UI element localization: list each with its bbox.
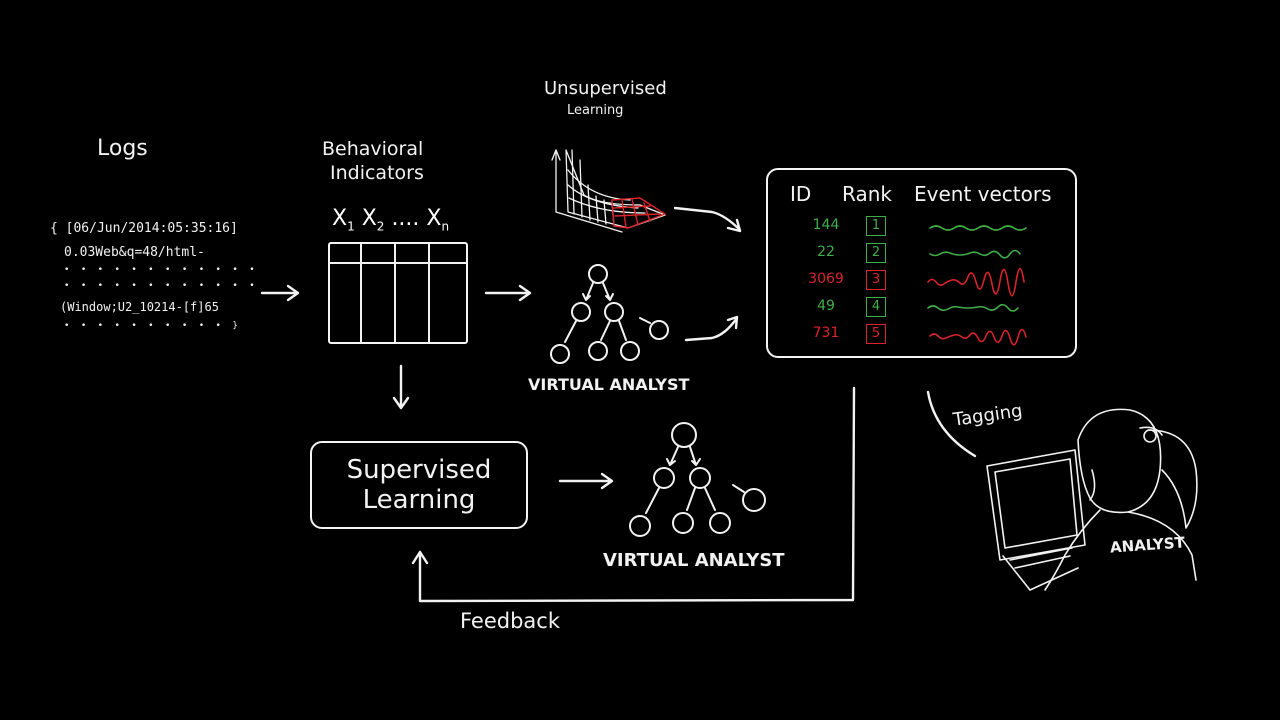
row-id: 731 (812, 325, 840, 341)
row-rank-badge: 1 (866, 216, 886, 236)
event-vector-1 (929, 225, 1027, 231)
virtual-analyst-label-2: VIRTUAL ANALYST (603, 550, 785, 571)
arrow-indicators-to-analyst (484, 284, 532, 302)
feature-xn: Xn (426, 206, 450, 234)
feature-x2: X2 (361, 206, 385, 234)
row-rank-badge: 2 (866, 243, 886, 263)
feedback-label: Feedback (460, 609, 561, 633)
event-vector-lines (927, 225, 1027, 346)
log-line-2: 0.03Web&q=48/html- (64, 245, 205, 260)
unsupervised-learning-label: Learning (567, 103, 624, 118)
event-vector-4 (927, 303, 1019, 312)
row-id: 144 (812, 217, 840, 233)
supervised-label: Supervised (346, 455, 492, 485)
feature-ellipsis: .... (391, 206, 420, 231)
row-rank-badge: 3 (866, 270, 886, 290)
log-line-1: { [06/Jun/2014:05:35:16] (50, 221, 238, 236)
log-line-3: • • • • • • • • • • • • (64, 265, 258, 275)
indicators-label: Indicators (330, 162, 424, 184)
row-rank-badge: 4 (866, 297, 886, 317)
arrow-unsupervised-to-table (673, 206, 742, 233)
col-header-event-vectors: Event vectors (914, 182, 1052, 206)
row-id: 22 (817, 244, 835, 260)
arrow-indicators-to-supervised (392, 364, 410, 410)
logs-heading: Logs (97, 136, 148, 161)
feature-headers: X1 X2 .... Xn (332, 206, 449, 233)
feedback-loop (411, 386, 856, 603)
tree-diagram-1 (550, 264, 669, 364)
tagging-arc (926, 390, 977, 458)
supervised-learning-box: Supervised Learning (310, 441, 528, 529)
log-line-5: (Window;U2_10214-[f]65 (60, 300, 219, 314)
feature-x1: X1 (332, 206, 355, 234)
event-vector-2 (929, 249, 1021, 259)
analyst-illustration (986, 408, 1198, 591)
arrow-logs-to-indicators (260, 284, 300, 302)
unsupervised-label: Unsupervised (544, 78, 667, 99)
col-header-id: ID (790, 182, 812, 206)
mesh-highlight (611, 197, 666, 229)
col-header-rank: Rank (842, 182, 892, 206)
row-id: 49 (817, 298, 835, 314)
arrow-analyst-to-table (684, 315, 739, 342)
behavioral-label: Behavioral (322, 138, 424, 160)
event-vector-5 (929, 328, 1027, 346)
event-vector-3 (927, 267, 1025, 297)
log-line-6: • • • • • • • • • • } (64, 321, 241, 331)
virtual-analyst-label-1: VIRTUAL ANALYST (528, 375, 690, 394)
row-rank-badge: 5 (866, 324, 886, 344)
row-id: 3069 (808, 271, 844, 287)
tree-diagram-2 (629, 422, 766, 537)
log-line-4: • • • • • • • • • • • • (64, 281, 258, 291)
learning-label: Learning (362, 485, 476, 515)
feature-matrix (328, 242, 468, 344)
arrow-supervised-to-analyst (558, 472, 614, 490)
